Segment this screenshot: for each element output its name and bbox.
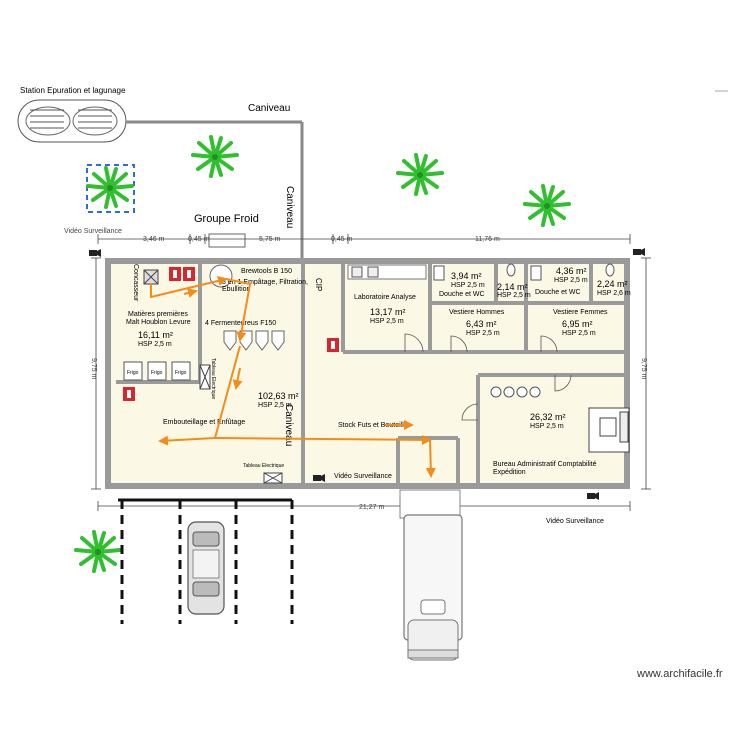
dim-right: 9,75 m (640, 358, 647, 380)
doors (404, 333, 572, 421)
room-hsp: HSP 2,5 m (466, 330, 500, 337)
room-hsp: HSP 2,6 m (597, 290, 631, 297)
room-area: 2,14 m² (497, 282, 528, 292)
room-area: 4,36 m² (556, 266, 587, 276)
dim-5: 11,76 m (475, 236, 500, 243)
room-area: 6,43 m² (466, 319, 497, 329)
room-hsp: HSP 2,5 m (258, 402, 292, 409)
douche-wc-label: Douche et WC (439, 291, 485, 298)
truck-icon (399, 489, 463, 661)
video-surveillance-label: Vidéo Surveillance (64, 228, 122, 235)
dim-4: 0,45 m (331, 236, 353, 243)
dim-left: 9,75 m (90, 358, 97, 380)
sink-icon (367, 266, 379, 278)
parking-spaces (118, 498, 294, 624)
fire-extinguisher-icon (327, 338, 339, 352)
matieres-label-1: Matières premières (128, 311, 188, 318)
room-area: 102,63 m² (258, 391, 299, 401)
shower-icon (530, 265, 542, 281)
fermenter-tanks (223, 330, 285, 351)
stock-label: Stock Futs et Bouteille (338, 422, 408, 429)
camera-icon (89, 249, 101, 257)
room-area: 2,24 m² (597, 279, 628, 289)
brewtools-detail-1: 3 en 1 Empâtage, Filtration, (222, 279, 308, 286)
palm-tree-icon (86, 166, 134, 209)
wc-icon (605, 263, 615, 277)
frigo-label: Frigo (151, 370, 163, 376)
meeting-chairs (490, 386, 541, 398)
bureau-label-1: Bureau Administratif Comptabilité (493, 461, 597, 468)
desk-icon (588, 407, 630, 453)
room-hsp: HSP 2,5 m (497, 292, 531, 299)
room-hsp: HSP 2,5 m (370, 318, 404, 325)
planter-box (86, 164, 135, 213)
top-dimension (97, 234, 631, 244)
frigo-label: Frigo (175, 370, 187, 376)
tableau-electrique-label: Tableau Electrique (243, 463, 284, 469)
room-area: 6,95 m² (562, 319, 593, 329)
palm-tree-icon (191, 135, 239, 178)
room-area: 3,94 m² (451, 271, 482, 281)
video-surveillance-label: Vidéo Surveillance (334, 473, 392, 480)
caniveau-vertical-label: Caniveau (284, 186, 295, 228)
palm-tree-icon (523, 184, 571, 227)
embouteillage-label: Embouteillage et Enfûtage (163, 419, 245, 426)
frigo-group (123, 361, 191, 381)
side-dimensions (91, 257, 651, 511)
fire-extinguisher-icon (169, 267, 181, 281)
concasseur-label: Concasseur (132, 264, 139, 302)
camera-icon (633, 248, 645, 256)
process-flow (150, 276, 436, 478)
watermark: www.archifacile.fr (636, 668, 723, 680)
room-hsp: HSP 2,5 m (562, 330, 596, 337)
dim-bottom: 21,27 m (359, 504, 384, 511)
car-icon (187, 521, 225, 615)
brewtools-label: Brewtools B 150 (241, 268, 292, 275)
matieres-label-2: Malt Houblon Levure (126, 319, 191, 326)
room-hsp: HSP 2,5 m (138, 341, 172, 348)
room-hsp: HSP 2,5 m (530, 423, 564, 430)
bureau-label-2: Expédition (493, 469, 526, 476)
room-hsp: HSP 2,5 m (451, 282, 485, 289)
room-hsp: HSP 2,5 m (554, 277, 588, 284)
frigo-label: Frigo (127, 370, 139, 376)
fire-extinguisher-icon (123, 387, 135, 401)
vestiaire-femmes-label: Vestiere Femmes (553, 309, 608, 316)
palm-tree-icon (396, 153, 444, 196)
room-area: 13,17 m² (370, 307, 406, 317)
vestiaire-hommes-label: Vestiere Hommes (449, 309, 505, 316)
groupe-froid-label: Groupe Froid (194, 213, 259, 225)
dim-1: 3,46 m (143, 236, 165, 243)
tableau-electrique-label: Tableau Electrique (210, 358, 216, 399)
caniveau-top-label: Caniveau (248, 103, 290, 114)
labo-label: Laboratoire Analyse (354, 294, 416, 301)
wc-icon (506, 263, 516, 277)
shower-icon (433, 265, 445, 281)
brewtools-detail-2: Ebullition (222, 286, 251, 293)
dim-3: 5,75 m (259, 236, 281, 243)
caniveau-middle-label: Caniveau (283, 404, 294, 446)
fire-extinguisher-icon (183, 267, 195, 281)
cooling-unit (208, 233, 246, 248)
station-label: Station Epuration et lagunage (20, 86, 126, 95)
room-area: 16,11 m² (138, 330, 173, 340)
sink-icon (351, 266, 363, 278)
video-surveillance-label: Vidéo Surveillance (546, 518, 604, 525)
fermenteurs-label: 4 Fermenteureus F150 (205, 320, 276, 327)
cip-label: CIP (314, 278, 323, 291)
camera-icon (587, 492, 599, 500)
dim-2: 0,45 m (188, 236, 210, 243)
palm-tree-icon (74, 530, 122, 573)
douche-wc-label: Douche et WC (535, 289, 581, 296)
lagoon-icon (17, 99, 127, 143)
camera-icon (313, 474, 325, 482)
room-area: 26,32 m² (530, 412, 566, 422)
interior-walls (116, 261, 627, 486)
